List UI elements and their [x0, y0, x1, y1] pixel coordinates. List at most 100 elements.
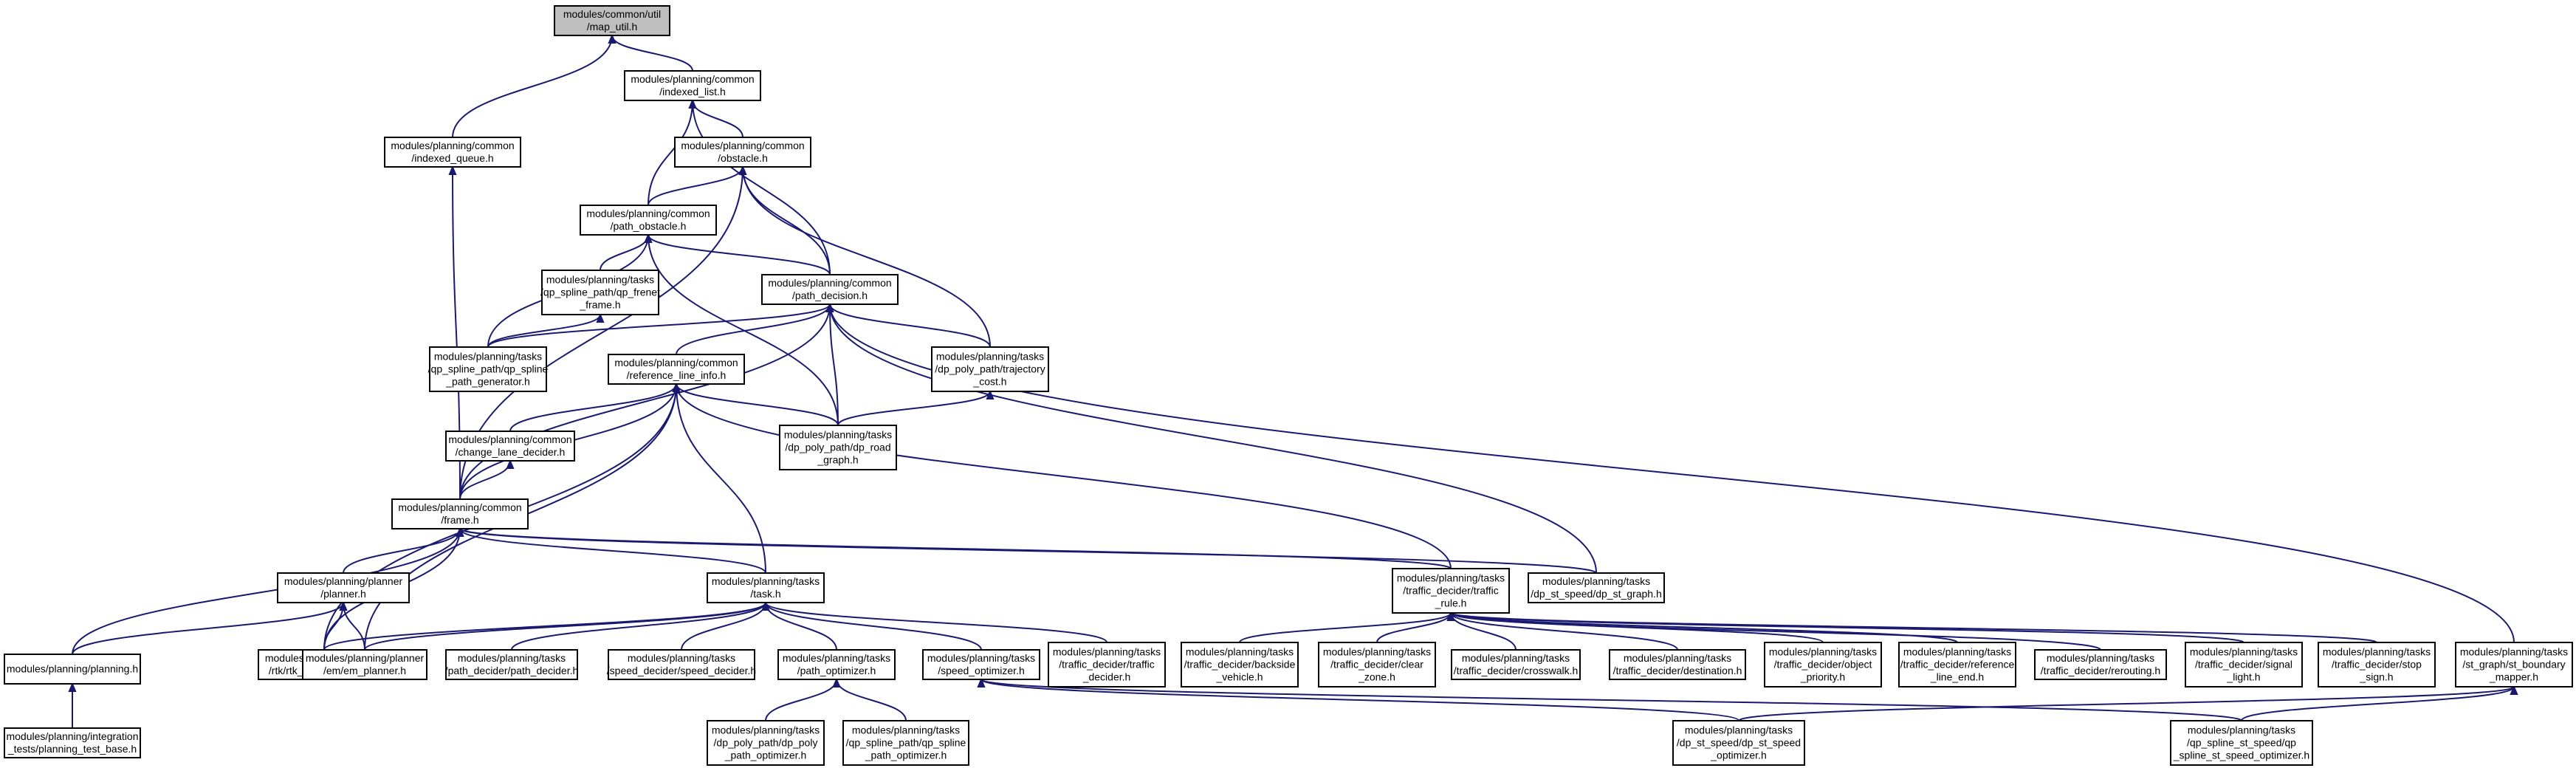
node-label-qp_frenet_frame-2: _frame.h: [579, 299, 620, 311]
node-qp_spline_path_generator[interactable]: modules/planning/tasks/qp_spline_path/qp…: [428, 346, 549, 392]
node-box-clear_zone: [1318, 642, 1436, 688]
node-planning[interactable]: modules/planning/planning.h: [4, 654, 141, 685]
node-label-rerouting-1: /traffic_decider/rerouting.h: [2041, 665, 2160, 676]
node-label-reference_line_end-2: _line_end.h: [1930, 671, 1984, 683]
node-dp_st_graph[interactable]: modules/planning/tasks/dp_st_speed/dp_st…: [1528, 572, 1665, 603]
node-label-path_obstacle-1: /path_obstacle.h: [611, 220, 687, 232]
node-destination[interactable]: modules/planning/tasks/traffic_decider/d…: [1609, 649, 1746, 680]
edge-st_boundary_mapper-to-path_decision: [830, 304, 2515, 643]
node-speed_decider[interactable]: modules/planning/tasks/speed_decider/spe…: [607, 649, 756, 680]
edge-clear_zone-to-traffic_rule: [1376, 613, 1451, 643]
node-label-dp_road_graph-0: modules/planning/tasks: [784, 429, 892, 441]
node-label-reference_line_end-1: /traffic_decider/reference: [1900, 659, 2015, 671]
node-stop_sign[interactable]: modules/planning/tasks/traffic_decider/s…: [2318, 642, 2436, 688]
edge-qp_spline_path_generator-to-path_decision: [487, 304, 830, 348]
node-backside_vehicle[interactable]: modules/planning/tasks/traffic_decider/b…: [1181, 642, 1299, 688]
edge-change_lane_decider-to-reference_line_info: [509, 384, 676, 432]
edge-dp_road_graph-to-path_decision: [830, 304, 839, 426]
node-trajectory_cost[interactable]: modules/planning/tasks/dp_poly_path/traj…: [931, 346, 1049, 392]
node-label-dp_poly_path_optimizer-0: modules/planning/tasks: [712, 724, 820, 736]
node-traffic_decider[interactable]: modules/planning/tasks/traffic_decider/t…: [1048, 642, 1166, 688]
node-qp_spline_st_speed_optimizer[interactable]: modules/planning/tasks/qp_spline_st_spee…: [2170, 720, 2313, 766]
node-label-em_planner-1: /em/em_planner.h: [323, 665, 406, 676]
node-label-em_planner-0: modules/planning/planner: [306, 652, 425, 664]
node-label-qp_spline_st_speed_optimizer-0: modules/planning/tasks: [2188, 724, 2295, 736]
node-path_optimizer[interactable]: modules/planning/tasks/path_optimizer.h: [777, 649, 896, 680]
edge-qp_spline_path_generator-to-qp_frenet_frame: [487, 315, 600, 348]
node-label-qp_spline_path_generator-1: /qp_spline_path/qp_spline: [428, 363, 549, 375]
node-label-qp_frenet_frame-0: modules/planning/tasks: [546, 274, 654, 286]
edge-planning-to-planner: [72, 603, 343, 655]
node-label-stop_sign-2: _sign.h: [2359, 671, 2393, 683]
node-path_obstacle[interactable]: modules/planning/common/path_obstacle.h: [580, 205, 717, 236]
node-path_decider[interactable]: modules/planning/tasks/path_decider/path…: [445, 649, 579, 680]
node-label-rerouting-0: modules/planning/tasks: [2047, 652, 2154, 664]
node-dp_st_speed_optimizer[interactable]: modules/planning/tasks/dp_st_speed/dp_st…: [1672, 720, 1805, 766]
node-qp_frenet_frame[interactable]: modules/planning/tasks/qp_spline_path/qp…: [540, 270, 660, 315]
node-task[interactable]: modules/planning/tasks/task.h: [707, 572, 825, 603]
node-em_planner[interactable]: modules/planning/planner/em/em_planner.h: [302, 649, 427, 680]
node-label-qp_spline_path_optimizer-2: _path_optimizer.h: [865, 750, 947, 761]
node-box-backside_vehicle: [1181, 642, 1299, 688]
node-box-dp_st_speed_optimizer: [1672, 720, 1805, 766]
node-box-qp_frenet_frame: [541, 270, 659, 315]
node-reference_line_info[interactable]: modules/planning/common/reference_line_i…: [608, 354, 745, 385]
node-box-reference_line_info: [608, 354, 745, 385]
edge-path_decision-to-obstacle: [743, 167, 831, 275]
node-box-em_planner: [302, 649, 427, 680]
node-path_decision[interactable]: modules/planning/common/path_decision.h: [761, 274, 899, 305]
node-box-trajectory_cost: [931, 346, 1049, 392]
node-box-stop_sign: [2318, 642, 2436, 688]
node-indexed_list[interactable]: modules/planning/common/indexed_list.h: [624, 70, 761, 101]
node-label-object_priority-2: _priority.h: [1800, 671, 1845, 683]
node-crosswalk[interactable]: modules/planning/tasks/traffic_decider/c…: [1451, 649, 1581, 680]
node-label-crosswalk-0: modules/planning/tasks: [1462, 652, 1570, 664]
node-planning_test_base[interactable]: modules/planning/integration_tests/plann…: [4, 727, 141, 758]
node-traffic_rule[interactable]: modules/planning/tasks/traffic_decider/t…: [1392, 568, 1510, 614]
node-label-traffic_decider-1: /traffic_decider/traffic: [1059, 659, 1154, 671]
node-qp_spline_path_optimizer[interactable]: modules/planning/tasks/qp_spline_path/qp…: [842, 720, 969, 766]
node-box-qp_spline_path_generator: [429, 346, 547, 392]
node-frame[interactable]: modules/planning/common/frame.h: [391, 498, 529, 529]
node-label-planning_test_base-1: _tests/planning_test_base.h: [7, 743, 137, 755]
node-label-signal_light-0: modules/planning/tasks: [2190, 646, 2298, 658]
edge-speed_optimizer-to-task: [766, 603, 982, 651]
node-label-stop_sign-0: modules/planning/tasks: [2323, 646, 2431, 658]
node-label-clear_zone-2: _zone.h: [1358, 671, 1395, 683]
node-label-planning-0: modules/planning/planning.h: [7, 663, 138, 675]
node-label-path_optimizer-1: /path_optimizer.h: [797, 665, 876, 676]
node-label-path_decision-0: modules/planning/common: [768, 277, 891, 289]
node-change_lane_decider[interactable]: modules/planning/common/change_lane_deci…: [445, 431, 575, 462]
edge-indexed_list-to-map_util: [612, 35, 693, 72]
node-map_util[interactable]: modules/common/util/map_util.h: [554, 5, 670, 36]
node-signal_light[interactable]: modules/planning/tasks/traffic_decider/s…: [2185, 642, 2303, 688]
node-speed_optimizer[interactable]: modules/planning/tasks/speed_optimizer.h: [922, 649, 1040, 680]
node-box-qp_spline_st_speed_optimizer: [2170, 720, 2313, 766]
node-obstacle[interactable]: modules/planning/common/obstacle.h: [674, 137, 811, 168]
node-dp_road_graph[interactable]: modules/planning/tasks/dp_poly_path/dp_r…: [779, 425, 897, 470]
node-indexed_queue[interactable]: modules/planning/common/indexed_queue.h: [384, 137, 521, 168]
node-reference_line_end[interactable]: modules/planning/tasks/traffic_decider/r…: [1898, 642, 2016, 688]
node-clear_zone[interactable]: modules/planning/tasks/traffic_decider/c…: [1318, 642, 1436, 688]
edge-em_planner-to-planner: [343, 603, 365, 651]
node-planner[interactable]: modules/planning/planner/planner.h: [277, 572, 410, 603]
node-label-speed_decider-0: modules/planning/tasks: [628, 652, 735, 664]
node-box-change_lane_decider: [445, 431, 575, 462]
edge-dp_st_speed_optimizer-to-speed_optimizer: [981, 679, 1739, 721]
node-box-reference_line_end: [1898, 642, 2016, 688]
node-label-qp_spline_path_optimizer-0: modules/planning/tasks: [852, 724, 960, 736]
node-label-st_boundary_mapper-1: /st_graph/st_boundary: [2462, 659, 2565, 671]
node-label-reference_line_info-0: modules/planning/common: [614, 357, 738, 368]
edge-trajectory_cost-to-path_decision: [830, 304, 991, 348]
node-st_boundary_mapper[interactable]: modules/planning/tasks/st_graph/st_bound…: [2455, 642, 2573, 688]
edge-dp_poly_path_optimizer-to-path_optimizer: [765, 679, 837, 721]
node-object_priority[interactable]: modules/planning/tasks/traffic_decider/o…: [1764, 642, 1882, 688]
node-box-qp_spline_path_optimizer: [842, 720, 969, 766]
node-label-clear_zone-0: modules/planning/tasks: [1323, 646, 1431, 658]
node-label-destination-0: modules/planning/tasks: [1624, 652, 1731, 664]
edge-dp_st_graph-to-path_decision: [830, 304, 1597, 574]
node-label-qp_spline_st_speed_optimizer-2: _spline_st_speed_optimizer.h: [2173, 750, 2309, 761]
node-dp_poly_path_optimizer[interactable]: modules/planning/tasks/dp_poly_path/dp_p…: [707, 720, 825, 766]
node-rerouting[interactable]: modules/planning/tasks/traffic_decider/r…: [2034, 649, 2167, 680]
edge-dp_road_graph-to-path_obstacle: [648, 235, 839, 426]
